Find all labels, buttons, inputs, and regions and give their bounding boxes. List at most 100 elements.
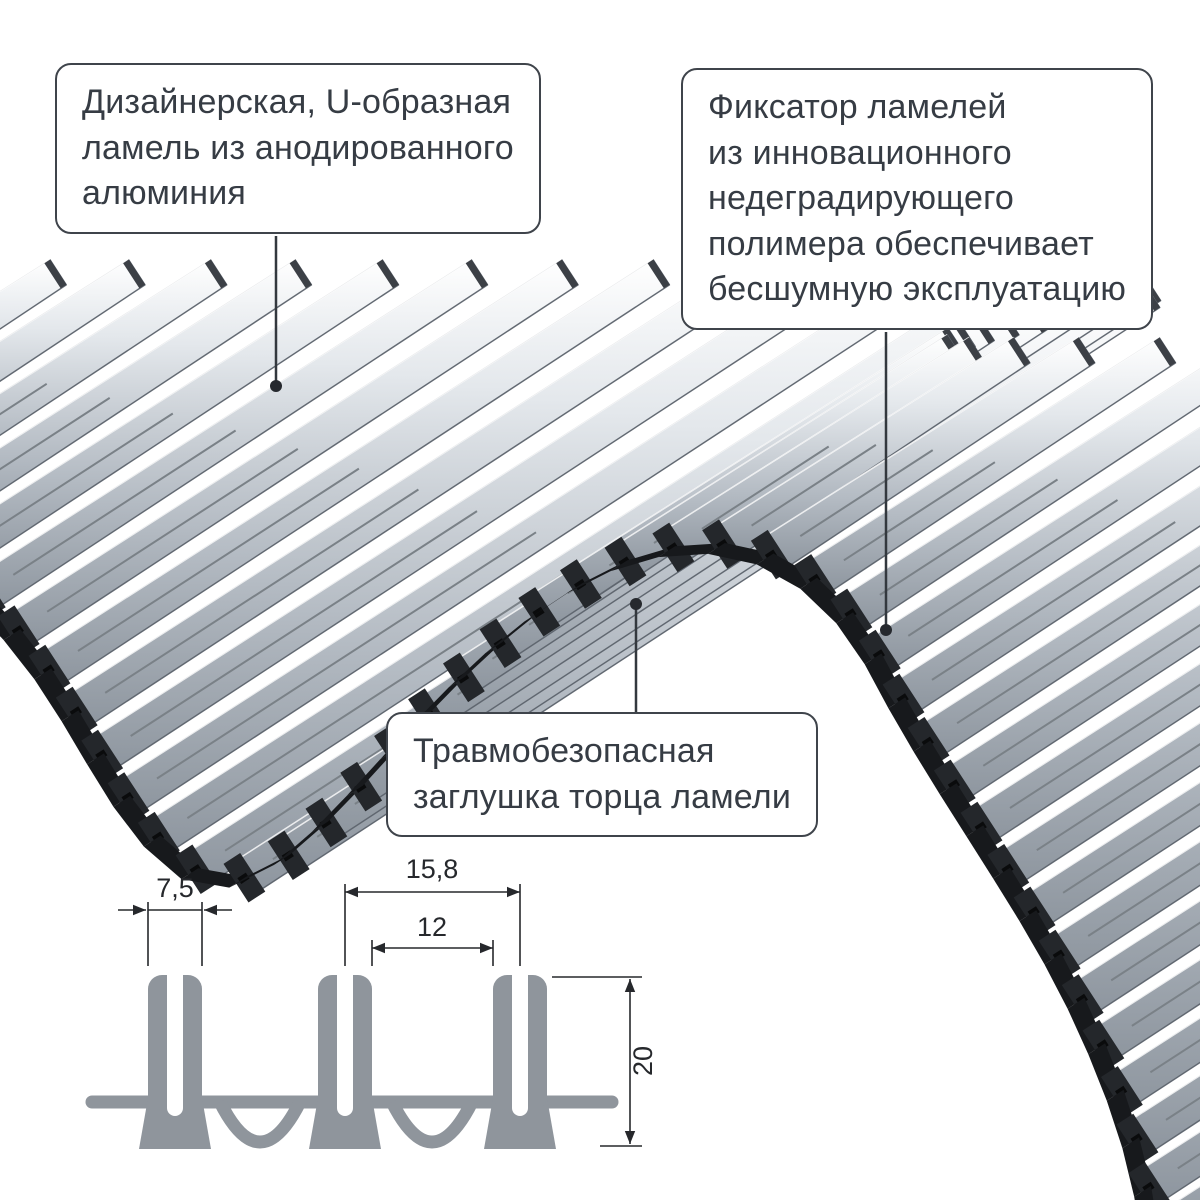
band-sag-2 [386, 1099, 478, 1149]
lamella-far-end [1153, 337, 1176, 367]
lamella-highlight-edge [43, 258, 654, 651]
polymer-connector [229, 854, 291, 888]
lamella-shadow-edge [0, 283, 400, 549]
lamella-u-groove [1087, 862, 1200, 937]
lamella-highlight-edge [0, 258, 383, 505]
lamella-highlight-edge [897, 485, 1200, 680]
polymer-connector [181, 868, 247, 888]
polymer-connector [610, 546, 675, 572]
lamella-highlight-edge [717, 336, 1015, 526]
lamella-shadow-edge [64, 283, 671, 683]
lamella-shadow-edge [866, 404, 1200, 627]
lamella-u-groove [12, 429, 237, 576]
profile-foot-1 [139, 1098, 211, 1149]
polymer-connector [708, 543, 774, 565]
lamella-highlight-edge [949, 603, 1200, 766]
lamella-shadow-edge [996, 705, 1200, 840]
leader-lines [270, 236, 892, 713]
lamella-shadow-edge [786, 361, 1096, 568]
polymer-connector [311, 785, 363, 833]
lamella-u-groove [931, 521, 1176, 681]
lamella-shadow-edge [918, 525, 1200, 712]
profile-slot-2 [337, 966, 353, 1116]
lamella-shadow-edge [33, 283, 579, 644]
end-cap-slot [532, 606, 545, 618]
callout-endcap: Травмобезопасная заглушка торца ламели [386, 712, 819, 838]
profile-slot-3 [512, 966, 528, 1116]
lamella-highlight-edge [809, 336, 1161, 561]
lamella-u-groove [982, 623, 1200, 767]
lamella-far-end [465, 259, 488, 289]
profile-foot-2 [309, 1098, 381, 1149]
polymer-connector [346, 748, 397, 797]
callout-fixator: Фиксатор ламелей из инновационного недег… [681, 68, 1154, 330]
lamella-u-groove [0, 382, 48, 416]
grille-illustration [0, 258, 1200, 1200]
lamella-u-groove [843, 461, 996, 562]
lamella-highlight-edge [667, 336, 970, 529]
lamella-highlight-edge [845, 367, 1200, 595]
lamella-highlight-edge [874, 426, 1200, 636]
lamella-u-groove [701, 445, 830, 530]
leader-dot-lamella [270, 380, 282, 392]
lamella-highlight-edge [0, 258, 296, 449]
lamella-shadow-edge [0, 283, 228, 437]
lamella-far-end [556, 259, 579, 289]
lamella-shadow-edge [969, 645, 1200, 798]
lamella-highlight-edge [153, 261, 1017, 819]
lamella-shadow-edge [830, 361, 1177, 593]
lamella-u-groove [1036, 743, 1200, 852]
lamella-u-groove [130, 510, 478, 737]
lamella-highlight-edge [0, 258, 212, 395]
lamella-u-groove [751, 444, 877, 527]
lamella-u-groove [956, 564, 1200, 725]
lamella-highlight-edge [1028, 781, 1200, 893]
lamella-shadow-edge [1023, 764, 1200, 883]
leader-dot-endcap [630, 598, 642, 610]
profile-foot-3 [484, 1098, 556, 1149]
lamella-shadow-edge [1049, 824, 1200, 925]
lamella-far-end [123, 259, 146, 289]
lamella-highlight-edge [122, 258, 930, 779]
lamella-u-groove [0, 397, 111, 471]
lamella-highlight-edge [12, 258, 563, 612]
polymer-connector [448, 642, 503, 688]
lamella-highlight-edge [70, 258, 746, 693]
polymer-connector [565, 560, 628, 594]
end-cap [0, 598, 6, 611]
lamella-far-end [647, 259, 670, 289]
lamella-u-groove [907, 499, 1119, 637]
profile-slot-1 [167, 966, 183, 1116]
polymer-connector [413, 676, 466, 723]
band-sag-1 [214, 1099, 306, 1149]
lamella-shadow-edge [117, 283, 854, 768]
polymer-connector [1134, 1185, 1154, 1200]
lamella-shadow-edge [0, 283, 313, 492]
lamella-u-groove [879, 478, 1059, 596]
lamella-far-end [376, 259, 399, 289]
lamella-u-groove [77, 467, 360, 652]
lamella-highlight-edge [975, 662, 1200, 808]
lamella-highlight-edge [0, 258, 130, 343]
lamella-far-end [1008, 337, 1031, 367]
polymer-connector [658, 543, 725, 558]
lamella-highlight-edge [766, 336, 1080, 537]
lamella-far-end [289, 259, 312, 289]
lamella-far-end [44, 259, 67, 289]
lamella-highlight-edge [0, 258, 51, 293]
lamella-far-end [1072, 337, 1096, 367]
lamella-shadow-edge [943, 585, 1200, 756]
lamella-u-groove [46, 448, 299, 613]
polymer-connector [273, 821, 329, 866]
lamella-shadow-edge [91, 283, 763, 725]
lamella-shadow-edge [143, 283, 946, 811]
polymer-connector [485, 610, 541, 654]
technical-drawing: 7,5 15,8 12 20 [85, 854, 658, 1149]
lamella-u-groove [104, 488, 419, 694]
lamella-u-groove [1009, 683, 1200, 809]
lamella-highlight-edge [619, 333, 948, 543]
lamella-shadow-edge [0, 283, 489, 607]
dim-label-height: 20 [628, 1046, 658, 1076]
lamella-highlight-edge [0, 258, 473, 562]
